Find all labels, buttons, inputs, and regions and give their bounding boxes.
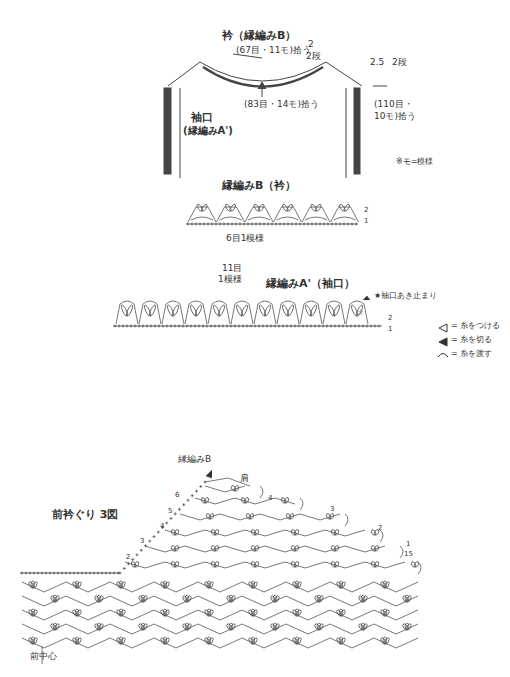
- edging-b-chart: [186, 203, 359, 225]
- chart-label: 2: [308, 40, 314, 50]
- neckline-chart: [20, 470, 421, 664]
- garment-schematic: [164, 54, 387, 178]
- cut-symbol: [439, 338, 447, 346]
- edging-a-chart: [113, 296, 382, 328]
- chart-label: 袖口: [191, 112, 213, 124]
- chart-label: (67目・11モ)拾う: [236, 46, 311, 56]
- chart-label: 2: [378, 525, 382, 533]
- chart-label: 1: [364, 218, 368, 226]
- chart-label: 2: [388, 315, 392, 323]
- chart-label: 縁編みB（衿）: [222, 180, 296, 192]
- chart-label: 3: [140, 538, 144, 546]
- legend-symbols: [438, 324, 448, 357]
- chart-label: 11目: [222, 264, 242, 274]
- chart-label: 6: [175, 492, 179, 500]
- legend-text: = 糸を渡す: [451, 350, 492, 359]
- chart-label: ★袖口あき止まり: [374, 292, 437, 301]
- legend-text: = 糸をつける: [451, 322, 500, 331]
- chart-label: 2段: [392, 58, 407, 68]
- chart-label: 2.5: [370, 58, 384, 68]
- chart-label: 縁編みB: [178, 455, 211, 465]
- legend-text: = 糸を切る: [451, 336, 492, 345]
- chart-label: 3: [330, 506, 334, 514]
- chart-label: 4: [160, 523, 164, 531]
- chart-label: 1: [388, 326, 392, 334]
- chart-label: 1: [406, 541, 410, 549]
- chart-label: 肩: [240, 474, 249, 484]
- chart-label: 6目1模様: [226, 234, 264, 244]
- chart-label: 2段: [306, 52, 321, 62]
- chart-label: 15: [404, 551, 413, 559]
- chart-label: 衿（縁編みB）: [222, 30, 296, 42]
- chart-label: (110目・: [374, 100, 413, 110]
- attach-symbol: [439, 324, 447, 332]
- carry-symbol: [438, 354, 448, 358]
- chart-label: (83目・14モ)拾う: [244, 100, 319, 110]
- chart-label: 10モ)拾う: [374, 112, 416, 122]
- chart-label: 2: [126, 554, 130, 562]
- chart-label: 1模様: [218, 275, 242, 285]
- chart-label: 2: [364, 207, 368, 215]
- chart-label: ☆: [357, 309, 364, 318]
- chart-label: ※モ=模様: [396, 158, 433, 167]
- chart-label: 5: [168, 508, 172, 516]
- chart-label: 前衿ぐり 3図: [52, 509, 118, 521]
- chart-label: 4: [268, 495, 272, 503]
- chart-label: 縁編みA'（袖口）: [266, 278, 355, 290]
- chart-label: 前中心: [30, 652, 57, 662]
- chart-label: (縁編みA'): [183, 125, 233, 136]
